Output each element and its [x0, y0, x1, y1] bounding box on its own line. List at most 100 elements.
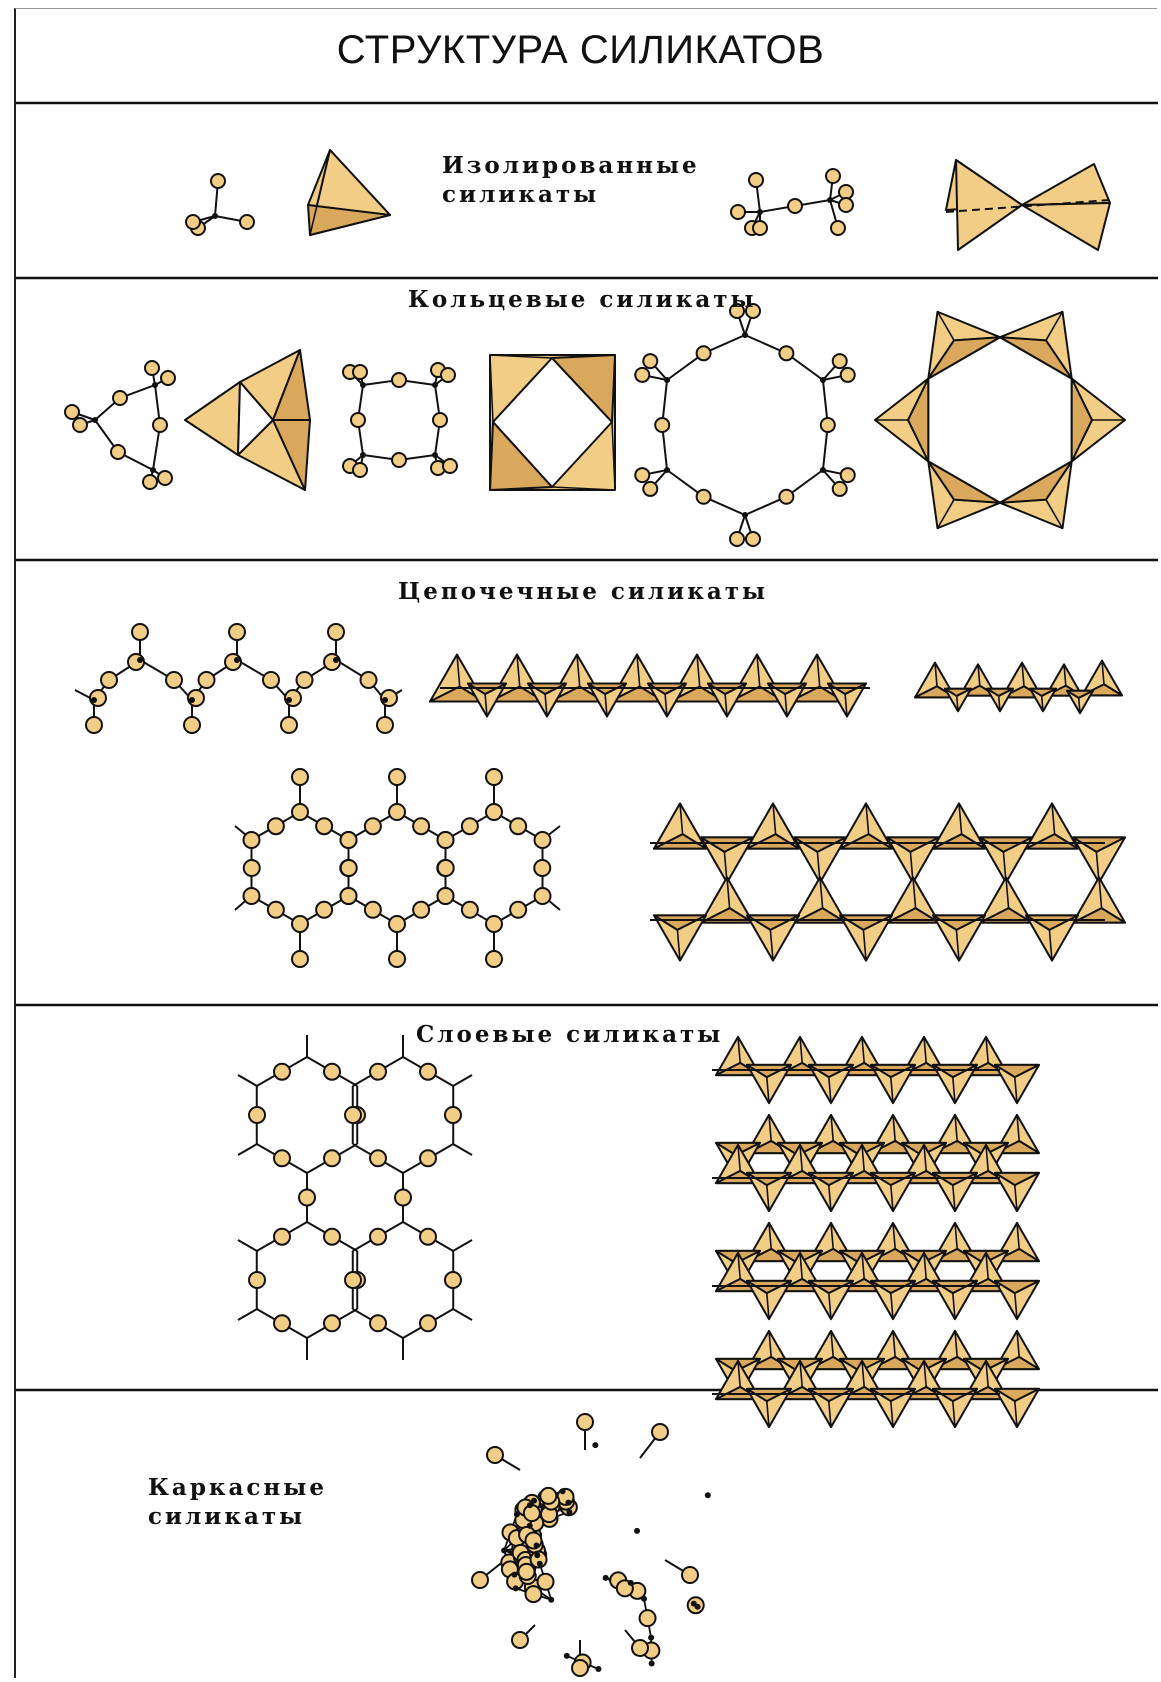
- silicon-atom: [565, 1500, 571, 1506]
- silicon-atom: [360, 452, 366, 458]
- silicon-atom: [501, 1547, 507, 1553]
- oxygen-atom: [268, 818, 284, 834]
- oxygen-atom: [730, 532, 744, 546]
- oxygen-atom: [392, 453, 406, 467]
- oxygen-atom: [370, 1315, 386, 1331]
- oxygen-atom: [274, 1064, 290, 1080]
- oxygen-atom: [351, 413, 365, 427]
- oxygen-atom: [438, 832, 454, 848]
- ring-6-tetrahedra: [875, 312, 1125, 529]
- oxygen-atom: [345, 1107, 361, 1123]
- oxygen-atom: [249, 1107, 265, 1123]
- oxygen-atom: [229, 624, 245, 640]
- oxygen-atom: [833, 482, 847, 496]
- oxygen-atom: [831, 221, 845, 235]
- oxygen-atom: [377, 717, 393, 733]
- silicon-atom: [432, 382, 438, 388]
- tetrahedron: [945, 689, 971, 712]
- tetrahedron: [887, 837, 939, 882]
- bond-line: [453, 1309, 472, 1320]
- oxygen-atom: [292, 916, 308, 932]
- bond-line: [238, 1144, 257, 1155]
- oxygen-atom: [833, 354, 847, 368]
- oxygen-atom: [420, 1315, 436, 1331]
- label-framework: Каркасные силикаты: [148, 1474, 327, 1532]
- bond-line: [453, 1144, 472, 1155]
- oxygen-atom: [274, 1150, 290, 1166]
- tetrahedron: [1000, 312, 1072, 379]
- oxygen-atom: [525, 1586, 541, 1602]
- tetrahedron: [933, 803, 985, 848]
- oxygen-atom: [577, 1414, 593, 1430]
- oxygen-atom: [365, 902, 381, 918]
- oxygen-atom: [635, 468, 649, 482]
- tetrahedron-face: [1022, 203, 1110, 250]
- silicon-atom: [641, 1596, 647, 1602]
- oxygen-atom: [341, 888, 357, 904]
- oxygen-atom: [299, 1190, 315, 1206]
- oxygen-atom: [268, 902, 284, 918]
- tetrahedron: [980, 837, 1032, 882]
- tetrahedron: [875, 379, 928, 462]
- silicon-atom: [566, 1509, 572, 1515]
- oxygen-atom: [324, 1064, 340, 1080]
- oxygen-atom: [353, 365, 367, 379]
- silicon-atom: [150, 467, 156, 473]
- oxygen-atom: [244, 888, 260, 904]
- silicon-atom: [514, 1511, 520, 1517]
- silicon-atom: [742, 512, 748, 518]
- silicon-atom: [705, 1492, 711, 1498]
- silicon-atom: [757, 209, 763, 215]
- ring-3-tetrahedra: [185, 350, 310, 490]
- silicon-atom: [695, 1604, 701, 1610]
- oxygen-atom: [472, 1572, 488, 1588]
- silicon-atom: [664, 377, 670, 383]
- tetrahedron: [1030, 689, 1056, 712]
- silicon-atom: [820, 467, 826, 473]
- oxygen-atom: [292, 769, 308, 785]
- oxygen-atom: [643, 482, 657, 496]
- ring-6-ball-stick: [635, 304, 854, 546]
- oxygen-atom: [433, 413, 447, 427]
- silicon-atom: [189, 697, 195, 703]
- silicon-atom: [511, 1572, 517, 1578]
- layer-ball-stick: [238, 1035, 472, 1360]
- oxygen-atom: [244, 860, 260, 876]
- oxygen-atom: [389, 769, 405, 785]
- oxygen-atom: [324, 1315, 340, 1331]
- oxygen-atom: [518, 1564, 534, 1580]
- tetrahedron: [1000, 461, 1072, 528]
- silicon-atom: [137, 657, 143, 663]
- framework-ball-stick: [472, 1414, 711, 1676]
- oxygen-atom: [534, 888, 550, 904]
- tetrahedron: [654, 915, 706, 960]
- oxygen-atom: [395, 1190, 411, 1206]
- oxygen-atom: [328, 624, 344, 640]
- oxygen-atom: [353, 463, 367, 477]
- tetrahedron: [840, 803, 892, 848]
- oxygen-atom: [392, 373, 406, 387]
- silicon-atom: [152, 382, 158, 388]
- tetrahedron: [980, 877, 1032, 922]
- tetrahedron: [995, 1173, 1039, 1211]
- oxygen-atom: [345, 1272, 361, 1288]
- oxygen-atom: [211, 174, 225, 188]
- tetrahedron: [1072, 379, 1125, 462]
- oxygen-atom: [510, 818, 526, 834]
- oxygen-atom: [316, 818, 332, 834]
- oxygen-atom: [145, 361, 159, 375]
- oxygen-atom: [389, 804, 405, 820]
- tetrahedron: [1073, 837, 1125, 882]
- tetrahedron: [1026, 803, 1078, 848]
- oxygen-atom: [441, 368, 455, 382]
- silicon-atom: [333, 657, 339, 663]
- oxygen-atom: [697, 490, 711, 504]
- oxygen-atom: [365, 818, 381, 834]
- oxygen-atom: [821, 418, 835, 432]
- oxygen-atom: [779, 490, 793, 504]
- oxygen-atom: [292, 951, 308, 967]
- oxygen-atom: [274, 1229, 290, 1245]
- oxygen-atom: [534, 860, 550, 876]
